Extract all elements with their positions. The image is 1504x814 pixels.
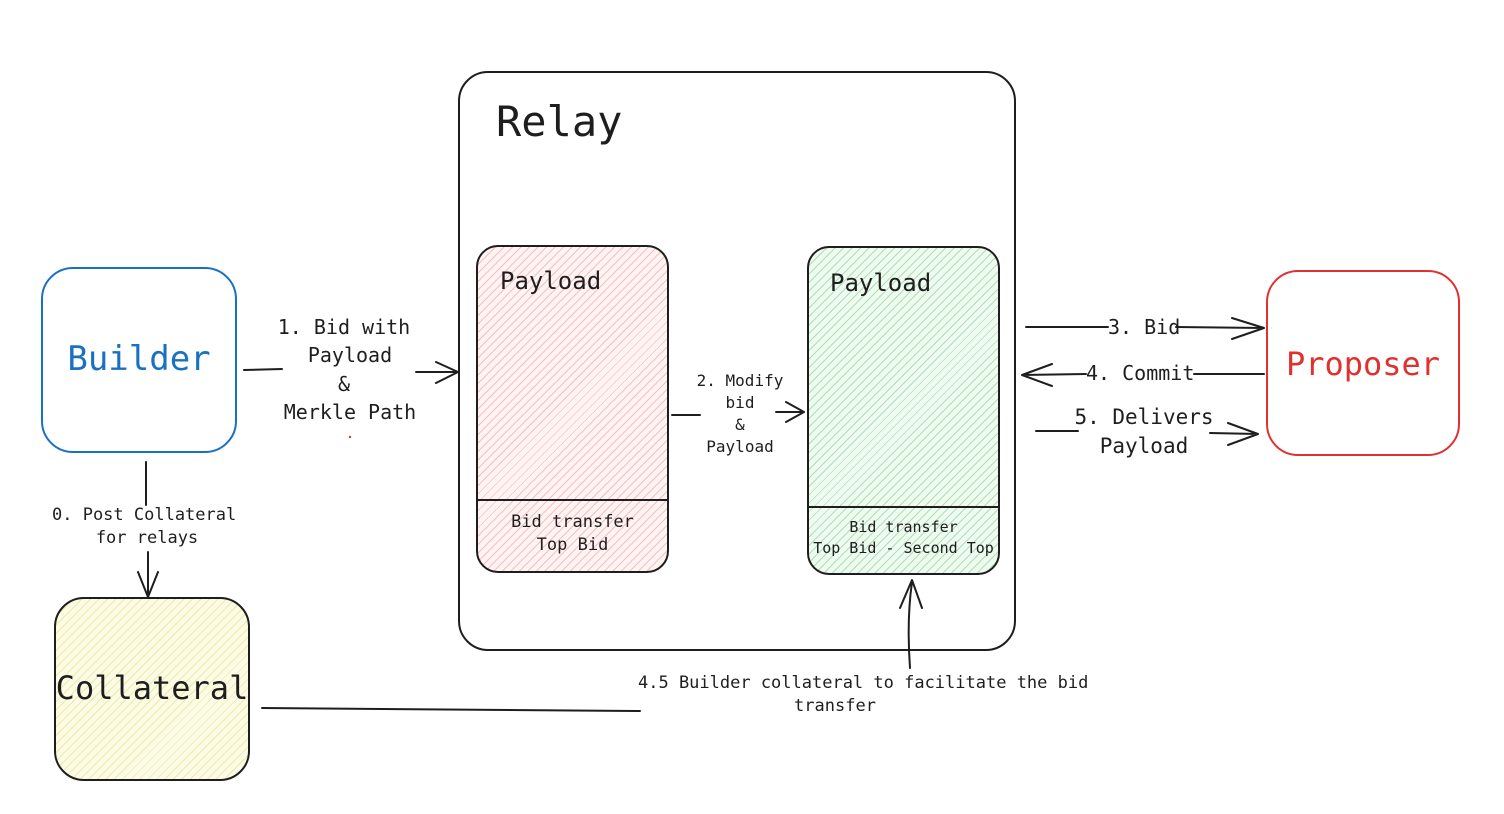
step3-label: 3. Bid (1108, 315, 1181, 339)
payload-left-divider (478, 499, 667, 501)
relay-container (458, 71, 1016, 651)
line-collateral-to-label (261, 707, 641, 712)
arrow-payload-to-payload (671, 401, 805, 423)
step2-line2: bid (725, 393, 755, 412)
step5-line1: 5. Delivers (1074, 405, 1214, 429)
payload-right-footer-line1: Bid transfer (849, 518, 958, 536)
payload-right-footer-line2: Top Bid - Second Top (813, 539, 994, 557)
proposer-node[interactable] (1266, 270, 1460, 456)
payload-left[interactable] (476, 245, 669, 573)
step2-line4: Payload (706, 437, 774, 456)
step2-line3: & (735, 415, 745, 434)
proposer-label: Proposer (1285, 345, 1441, 383)
step1-line2: Payload (307, 343, 393, 367)
step45-line1: 4.5 Builder collateral to facilitate the… (638, 673, 1089, 693)
payload-right[interactable] (807, 246, 1000, 575)
step1-line3: & (337, 372, 351, 396)
payload-right-divider (809, 506, 998, 508)
arrow-45-up (899, 579, 923, 669)
collateral-label: Collateral (55, 669, 249, 707)
step4-label: 4. Commit (1086, 361, 1195, 385)
payload-left-footer-line1: Bid transfer (511, 512, 634, 532)
arrow-relay-to-proposer-bid (1025, 317, 1265, 340)
step45-line2: transfer (794, 696, 876, 716)
arrow-proposer-to-relay-commit (1021, 363, 1265, 387)
arrow-builder-to-relay (243, 368, 283, 371)
collateral-node[interactable] (54, 597, 250, 781)
relay-title: Relay (496, 97, 623, 146)
step1-line1: 1. Bid with (277, 315, 411, 339)
step0-line2: for relays (95, 528, 199, 548)
arrow-relay-to-proposer-deliver (1035, 422, 1259, 446)
payload-left-footer-line2: Top Bid (536, 535, 609, 555)
step2-line1: 2. Modify (696, 371, 784, 390)
step0-line1: 0. Post Collateral (52, 505, 237, 525)
payload-right-title: Payload (830, 269, 932, 297)
stray-dot (348, 435, 352, 439)
payload-left-title: Payload (500, 267, 602, 295)
builder-label: Builder (67, 339, 211, 379)
step5-line2: Payload (1099, 434, 1189, 458)
step1-line4: Merkle Path (283, 400, 417, 424)
builder-node[interactable] (41, 267, 237, 453)
